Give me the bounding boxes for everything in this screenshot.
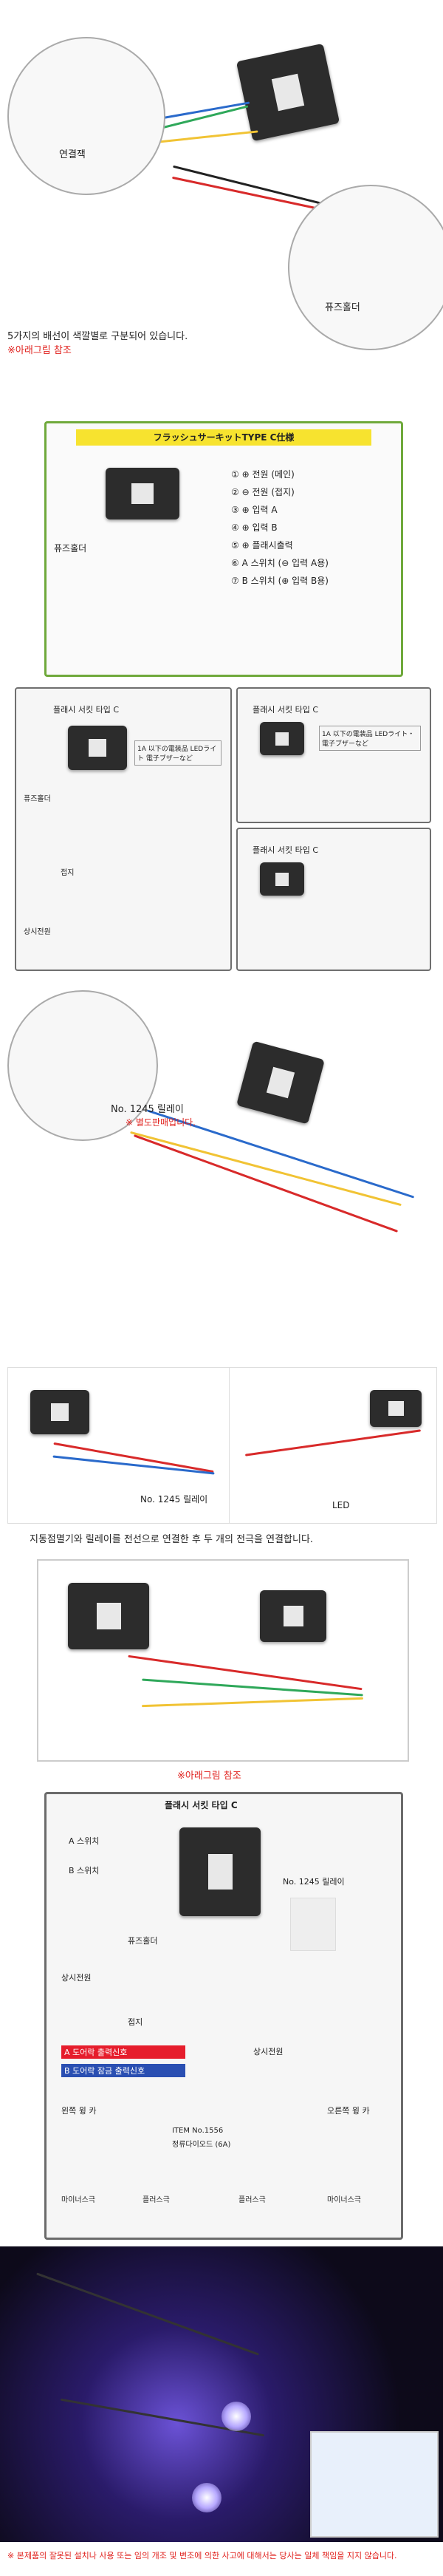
legend-item-1: ① ⊕ 전원 (메인) — [231, 469, 295, 480]
diagram-left-fuse: 퓨즈홀더 — [24, 795, 51, 803]
circuit-blue-label: B 도어락 잠금 출력신호 — [61, 2064, 185, 2077]
section-led-dark: ※ 본제품의 잘못된 설치나 사용 또는 임의 개조 및 변조에 의한 사고에 … — [0, 2246, 443, 2576]
diagram-right-note: 1A 以下の電装品 LEDライト・電子ブザーなど — [319, 726, 421, 751]
legend-item-7: ⑦ B 스위치 (⊕ 입력 B용) — [231, 576, 329, 586]
connector-label: 연결잭 — [59, 149, 86, 160]
relay-module — [236, 1040, 325, 1125]
circuit-red-label: A 도어락 출력신호 — [61, 2045, 185, 2059]
legend-item-2: ② ⊖ 전원 (접지) — [231, 487, 295, 497]
diagram-right-top-module — [260, 722, 304, 755]
diagram-left-title: 플래시 서킷 타입 C — [53, 705, 120, 715]
connector-detail-circle — [7, 37, 165, 195]
relay-note: ※ 별도판매입니다. — [126, 1117, 196, 1128]
legend-item-3: ③ ⊕ 입력 A — [231, 505, 278, 515]
photo-led-connection — [229, 1367, 437, 1524]
legend-item-4: ④ ⊕ 입력 B — [231, 522, 278, 533]
diagram-left-power: 상시전원 — [24, 928, 51, 936]
footer-disclaimer: ※ 본제품의 잘못된 설치나 사용 또는 임의 개조 및 변조에 의한 사고에 … — [7, 2551, 397, 2560]
spec-panel: フラッシュサーキットTYPE C仕様 퓨즈홀더 ① ⊕ 전원 (메인) ② ⊖ … — [44, 421, 403, 677]
circuit-power: 상시전원 — [61, 1973, 92, 1983]
circuit-switch-b: B 스위치 — [69, 1866, 100, 1875]
circuit-minus-left: 마이너스극 — [61, 2196, 95, 2204]
diagram-left-ground: 접지 — [61, 869, 75, 877]
circuit-module — [179, 1827, 261, 1916]
legend-item-6: ⑥ A 스위치 (⊖ 입력 A용) — [231, 558, 329, 568]
fuse-detail-circle — [288, 185, 443, 350]
car-inset — [310, 2431, 439, 2538]
spec-fuse-label: 퓨즈홀더 — [54, 543, 87, 553]
caption-five-wires: 5가지의 배선이 색깔별로 구분되어 있습니다. — [7, 331, 188, 342]
circuit-plus-right: 플러스극 — [238, 2196, 266, 2204]
circuit-power-right: 상시전원 — [253, 2047, 284, 2057]
circuit-relay-box — [290, 1898, 336, 1951]
section-wiring-photo: 연결잭 퓨즈홀더 5가지의 배선이 색깔별로 구분되어 있습니다. ※아래그림 … — [0, 0, 443, 414]
circuit-right-wink: 오른쪽 윙 카 — [327, 2106, 370, 2116]
photo-relay-connection — [7, 1367, 230, 1524]
photo-led-label: LED — [332, 1500, 350, 1510]
combined-note: ※아래그림 참조 — [177, 1771, 241, 1782]
circuit-plus-left: 플러스극 — [142, 2196, 170, 2204]
circuit-diode-name: 정류다이오드 (6A) — [172, 2141, 231, 2149]
led-dark-photo — [0, 2246, 443, 2542]
led-glow-1 — [222, 2402, 251, 2431]
flash-module — [236, 43, 340, 142]
diagram-right-bottom-module — [260, 862, 304, 896]
diagram-left-note: 1A 以下の電装品 LEDライト 電子ブザーなど — [134, 740, 222, 766]
relay-label: No. 1245 릴레이 — [111, 1104, 184, 1115]
wiring-photo — [7, 7, 443, 350]
led-caption: 지동점멸기와 릴레이를 전선으로 연결한 후 두 개의 전극을 연결합니다. — [30, 1534, 314, 1545]
circuit-diode-item: ITEM No.1556 — [172, 2127, 224, 2135]
spec-title: フラッシュサーキットTYPE C仕様 — [76, 429, 371, 446]
diagram-right-bottom: 플래시 서킷 타입 C — [236, 828, 431, 971]
section-relay-photo: No. 1245 릴레이 ※ 별도판매입니다. — [0, 990, 443, 1360]
spec-module — [106, 468, 179, 519]
section-circuit: 플래시 서킷 타입 C A 스위치 B 스위치 No. 1245 릴레이 퓨즈홀… — [0, 1788, 443, 2246]
circuit-fuse: 퓨즈홀더 — [128, 1936, 158, 1946]
circuit-title: 플래시 서킷 타입 C — [165, 1800, 238, 1810]
section-combined-photo: ※아래그림 참조 — [0, 1552, 443, 1788]
legend-item-5: ⑤ ⊕ 플래시출력 — [231, 540, 293, 551]
caption-see-below: ※아래그림 참조 — [7, 345, 72, 356]
relay-photo — [7, 990, 436, 1352]
section-led-photos: No. 1245 릴레이 LED 지동점멸기와 릴레이를 전선으로 연결한 후 … — [0, 1360, 443, 1552]
diagram-left: 플래시 서킷 타입 C 1A 以下の電装品 LEDライト 電子ブザーなど 퓨즈홀… — [15, 687, 232, 971]
diagram-right-top: 플래시 서킷 타입 C 1A 以下の電装品 LEDライト・電子ブザーなど — [236, 687, 431, 823]
spec-legend: ① ⊕ 전원 (메인) ② ⊖ 전원 (접지) ③ ⊕ 입력 A ④ ⊕ 입력 … — [231, 468, 394, 592]
circuit-minus-right: 마이너스극 — [327, 2196, 361, 2204]
circuit-relay: No. 1245 릴레이 — [283, 1877, 345, 1887]
circuit-left-wink: 왼쪽 윙 카 — [61, 2106, 97, 2116]
relay-closeup-circle — [7, 990, 158, 1141]
diagram-left-module — [68, 726, 127, 770]
photo-relay-label: No. 1245 릴레이 — [140, 1494, 208, 1505]
combined-photo — [37, 1559, 409, 1762]
led-glow-2 — [192, 2483, 222, 2512]
circuit-switch-a: A 스위치 — [69, 1836, 100, 1846]
fuseholder-label: 퓨즈홀더 — [325, 302, 360, 313]
diagram-right-top-title: 플래시 서킷 타입 C — [253, 705, 319, 715]
section-diagrams: 플래시 서킷 타입 C 1A 以下の電装品 LEDライト 電子ブザーなど 퓨즈홀… — [0, 680, 443, 990]
diagram-right-bottom-title: 플래시 서킷 타입 C — [253, 845, 319, 855]
circuit-ground: 접지 — [128, 2017, 143, 2027]
circuit-panel: 플래시 서킷 타입 C A 스위치 B 스위치 No. 1245 릴레이 퓨즈홀… — [44, 1792, 403, 2240]
section-spec: フラッシュサーキットTYPE C仕様 퓨즈홀더 ① ⊕ 전원 (메인) ② ⊖ … — [0, 406, 443, 680]
